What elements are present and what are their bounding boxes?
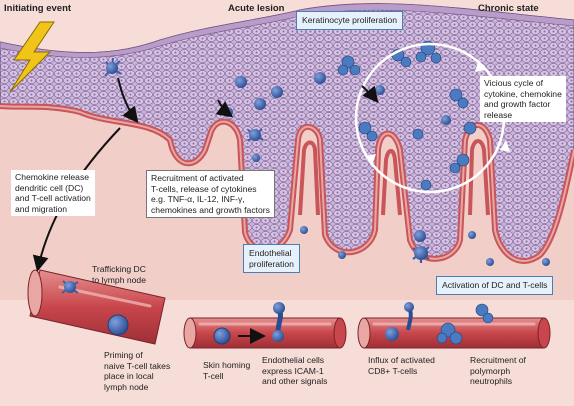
t-cell (338, 251, 346, 259)
t-cell (542, 258, 550, 266)
t-cell (300, 226, 308, 234)
naive-t-cell (107, 314, 129, 336)
lightning-bolt-icon (9, 21, 55, 93)
activation-dc-t-cells-box: Activation of DC and T-cells (436, 276, 554, 295)
extravasating-t-cell (272, 302, 285, 342)
endothelial-proliferation-box: Endothelial proliferation (243, 244, 300, 273)
cd8-t-cell (385, 327, 399, 341)
vicious-cycle-box: Vicious cycle of cytokine, chemokine and… (480, 76, 566, 122)
neutrophil-in-vessel (436, 303, 494, 345)
chemokine-release-box: Chemokine release dendritic cell (DC) an… (11, 170, 95, 216)
t-cell (254, 98, 266, 110)
neutrophil-clusters (337, 40, 477, 191)
icam-label: Endothelial cells express ICAM-1 and oth… (262, 355, 328, 386)
arrow-dc-migration (117, 77, 139, 124)
capillary-loop-3 (468, 139, 490, 216)
t-cell (375, 85, 385, 95)
keratinocyte-proliferation-box: Keratinocyte proliferation (296, 11, 404, 30)
t-cell (271, 86, 283, 98)
t-cell (314, 72, 326, 84)
recruitment-box: Recruitment of activated T-cells, releas… (146, 170, 275, 218)
t-cell (235, 76, 247, 88)
capillary-loop-1 (298, 140, 320, 216)
dendritic-cell-acute (247, 128, 264, 142)
blood-vessel-skin-homing (183, 317, 347, 349)
header-chronic-state: Chronic state (478, 3, 539, 14)
dendritic-cell-initiating (104, 57, 122, 77)
header-acute-lesion: Acute lesion (228, 3, 285, 14)
capillary-loop-2 (381, 149, 402, 216)
skin-homing-label: Skin homing T-cell (203, 360, 251, 381)
arrow-acute (215, 99, 234, 118)
trafficking-dc-label: Trafficking DC to lymph node (92, 264, 146, 285)
influx-label: Influx of activated CD8+ T-cells (368, 355, 435, 376)
t-cell (441, 115, 451, 125)
t-cell (252, 154, 260, 162)
arrow-chronic (361, 85, 379, 104)
lymph-vessel (27, 269, 166, 345)
skin-homing-t-cell (213, 327, 231, 345)
t-cell (414, 230, 426, 242)
neutrophils-label: Recruitment of polymorph neutrophils (470, 355, 526, 386)
dendritic-cell-activated (412, 246, 430, 263)
priming-label: Priming of naive T-cell takes place in l… (104, 350, 171, 392)
t-cell (468, 231, 476, 239)
dendritic-cell-trafficking (61, 280, 79, 294)
extravasating-cd8 (404, 302, 414, 331)
t-cell (486, 258, 494, 266)
stratum-corneum (0, 3, 574, 58)
header-initiating-event: Initiating event (4, 3, 72, 14)
